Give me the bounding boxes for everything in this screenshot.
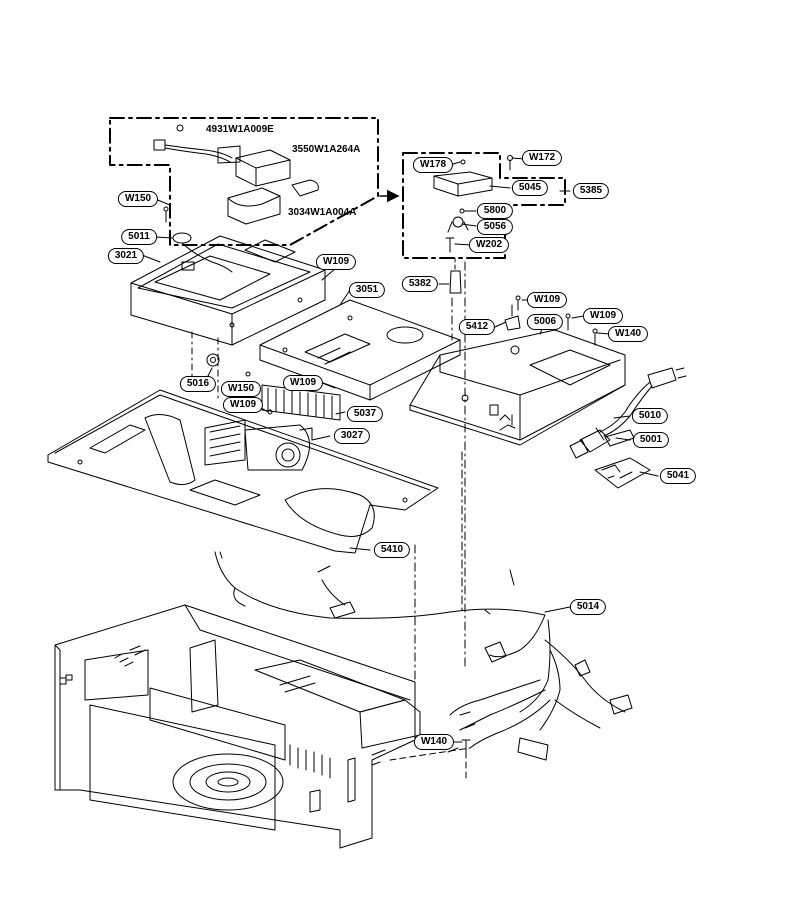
- callout-w150-top: W150: [117, 191, 159, 207]
- callout-5045: 5045: [511, 180, 549, 196]
- callout-3021: 3021: [107, 248, 145, 264]
- callout-5014: 5014: [569, 599, 607, 615]
- callout-3027: 3027: [333, 428, 371, 444]
- part-5382-sensor: [449, 257, 462, 294]
- callout-w109-d: W109: [526, 292, 568, 308]
- callout-w150-b: W150: [220, 381, 262, 397]
- part-3027-fan-motor: [204, 419, 313, 471]
- part-5410-base-plate: [47, 389, 439, 554]
- callout-5011: 5011: [121, 229, 157, 245]
- callout-w178: W178: [412, 157, 454, 173]
- callout-5001: 5001: [632, 432, 670, 448]
- part-5010-power-cord: [569, 367, 687, 459]
- callout-5010: 5010: [631, 408, 669, 424]
- callout-5382: 5382: [401, 276, 439, 292]
- callout-3051: 3051: [348, 282, 386, 298]
- lamp-holder-part: [235, 149, 319, 197]
- part-5412-bracket: [504, 304, 521, 331]
- callout-5037: 5037: [346, 406, 384, 422]
- part-5011-lamp: [163, 206, 233, 273]
- part-5041-board: [594, 457, 651, 489]
- callout-5056: 5056: [476, 219, 514, 235]
- part-3021-cover: [130, 235, 326, 346]
- callout-w172: W172: [521, 150, 563, 166]
- callout-5041: 5041: [659, 468, 697, 484]
- label-lamp-cover-part-number: 3034W1A004A: [288, 207, 357, 218]
- callout-w140-a: W140: [607, 326, 649, 342]
- callout-5006: 5006: [526, 314, 564, 330]
- screw-w140-bottom: [461, 739, 471, 753]
- part-3051-plate: [259, 299, 461, 401]
- part-5056: [447, 216, 469, 233]
- lamp-inset-border: [109, 117, 379, 246]
- callout-w109-a: W109: [315, 254, 357, 270]
- lamp-harness-part: [153, 124, 241, 164]
- callout-w109-c: W109: [222, 397, 264, 413]
- callout-w202: W202: [468, 237, 510, 253]
- callout-5800: 5800: [476, 203, 514, 219]
- microwave-chassis: [54, 604, 421, 849]
- callout-w140-b: W140: [413, 734, 455, 750]
- screw-w178: [460, 159, 466, 165]
- part-5045-bracket: [433, 171, 493, 197]
- callout-5412: 5412: [458, 319, 496, 335]
- lamp-cover-part: [227, 187, 281, 225]
- callout-5410: 5410: [373, 542, 411, 558]
- part-5006-control-box: [409, 329, 626, 446]
- part-5016-clip: [206, 353, 220, 367]
- callout-5385: 5385: [572, 183, 610, 199]
- callout-w109-b: W109: [282, 375, 324, 391]
- callout-w109-e: W109: [582, 308, 624, 324]
- callout-5016: 5016: [179, 376, 217, 392]
- label-harness-part-number: 4931W1A009E: [206, 124, 274, 135]
- label-lamp-holder-part-number: 3550W1A264A: [292, 144, 361, 155]
- screw-w202: [445, 237, 455, 253]
